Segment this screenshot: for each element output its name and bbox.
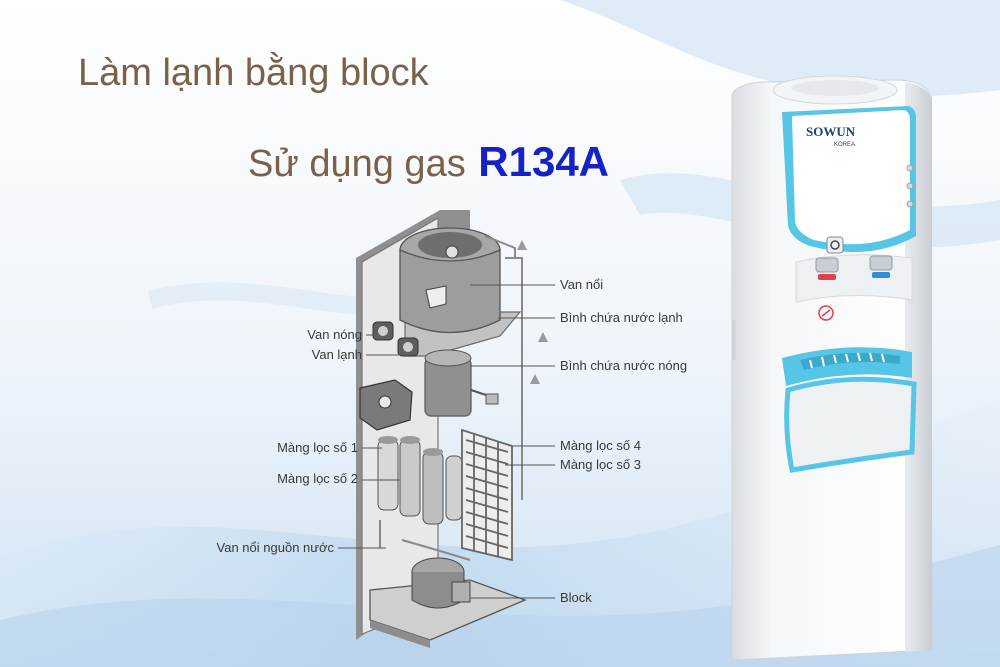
- gas-code: R134A: [478, 138, 610, 185]
- label-mang-loc-so-3: Màng lọc số 3: [560, 457, 641, 472]
- headline-line-1: Làm lạnh bằng block: [78, 52, 429, 94]
- brand-sub: KOREA: [834, 142, 855, 148]
- label-van-noi: Van nổi: [560, 277, 604, 292]
- label-mang-loc-so-1: Màng lọc số 1: [277, 440, 358, 455]
- filter-cartridges: [377, 436, 463, 525]
- hot-tap: [815, 257, 839, 273]
- label-van-nong: Van nóng: [307, 327, 362, 342]
- compressor-block: [411, 557, 471, 609]
- headline-line-2-prefix: Sử dụng gas: [248, 143, 466, 185]
- label-binh-chua-nuoc-nong: Bình chứa nước nóng: [560, 358, 688, 373]
- label-block: Block: [560, 590, 592, 605]
- brand-logo: SOWUN: [806, 124, 856, 139]
- label-mang-loc-so-2: Màng lọc số 2: [277, 471, 358, 486]
- headline-line-2: Sử dụng gas R134A: [248, 138, 609, 186]
- label-binh-chua-nuoc-lanh: Bình chứa nước lạnh: [560, 310, 683, 325]
- label-van-noi-nguon-nuoc: Van nổi nguồn nước: [216, 540, 334, 555]
- label-mang-loc-so-4: Màng lọc số 4: [560, 438, 641, 453]
- cold-tap: [869, 255, 893, 271]
- condenser-coil: [461, 428, 513, 562]
- label-van-lanh: Van lạnh: [311, 347, 362, 362]
